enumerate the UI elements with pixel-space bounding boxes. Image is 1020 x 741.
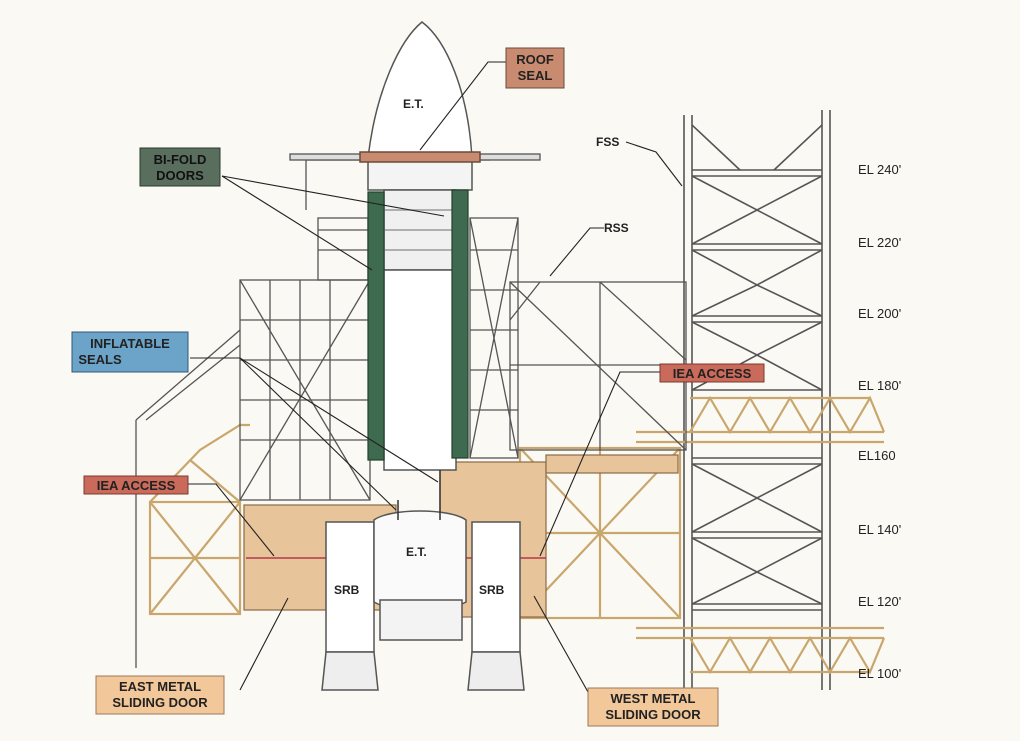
elevation-scale: EL 240' EL 220' EL 200' EL 180' EL160 EL… (858, 162, 901, 681)
elevation-label: EL160 (858, 448, 896, 463)
elevation-label: EL 200' (858, 306, 901, 321)
iea-access-left-label: IEA ACCESS (97, 478, 176, 493)
rss-label: RSS (604, 221, 629, 235)
roof-seal-label-line2: SEAL (518, 68, 553, 83)
bifold-doors-label-line2: DOORS (156, 168, 204, 183)
inflatable-seals-label-line2: SEALS (78, 352, 122, 367)
west-door-label-line2: SLIDING DOOR (605, 707, 701, 722)
iea-access-right-label: IEA ACCESS (673, 366, 752, 381)
iea-access-left-callout (83, 475, 189, 495)
west-door-callout (587, 687, 719, 727)
srb-left-label: SRB (334, 583, 360, 597)
elevation-label: EL 140' (858, 522, 901, 537)
leader-lines (188, 61, 683, 693)
inflatable-seals-callout (71, 331, 189, 373)
et-bottom-label: E.T. (406, 545, 427, 559)
inflatable-seals-label-line1: INFLATABLE (90, 336, 170, 351)
elevation-label: EL 100' (858, 666, 901, 681)
lower-vehicle (321, 470, 525, 691)
roof-seal-callout (505, 47, 565, 89)
east-door-label-line2: SLIDING DOOR (112, 695, 208, 710)
iea-access-right-callout (659, 363, 765, 383)
srb-right-label: SRB (479, 583, 505, 597)
et-top-label: E.T. (403, 97, 424, 111)
elevation-label: EL 180' (858, 378, 901, 393)
east-door-label-line1: EAST METAL (119, 679, 201, 694)
roof-seal-label-line1: ROOF (516, 52, 554, 67)
east-door-callout (95, 675, 225, 715)
fss-tower (683, 110, 831, 690)
fss-label: FSS (596, 135, 619, 149)
bifold-doors-callout (139, 147, 221, 187)
elevation-label: EL 120' (858, 594, 901, 609)
bifold-door-panels (367, 189, 469, 461)
west-door-label-line1: WEST METAL (611, 691, 696, 706)
external-tank-upper (359, 21, 481, 471)
elevation-label: EL 220' (858, 235, 901, 250)
bifold-doors-label-line1: BI-FOLD (154, 152, 207, 167)
elevation-label: EL 240' (858, 162, 901, 177)
